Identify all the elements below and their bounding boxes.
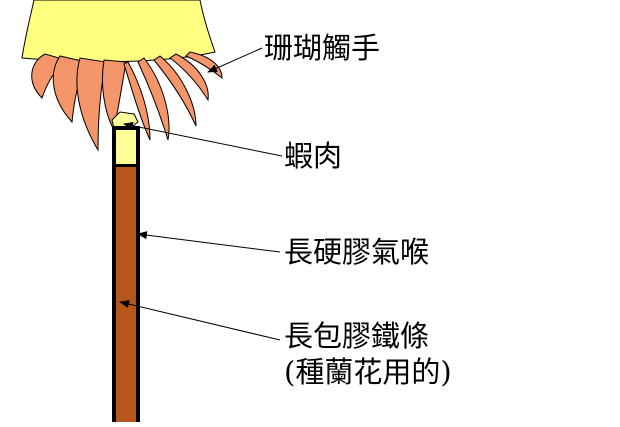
- arrow-coral: [207, 47, 263, 73]
- tentacle: [123, 61, 151, 141]
- label-wire-line1: 長包膠鐵條: [284, 319, 430, 353]
- arrow-wire: [119, 300, 281, 341]
- tube-top-fill: [116, 130, 136, 164]
- arrow-shrimp: [123, 121, 283, 157]
- label-coral-tentacles: 珊瑚觸手: [264, 31, 381, 65]
- tentacle: [185, 51, 223, 80]
- tentacle: [169, 53, 209, 102]
- tentacle: [153, 55, 197, 127]
- coral-body: [21, 0, 216, 63]
- label-wire-line2: (種蘭花用的): [284, 355, 452, 389]
- label-tube: 長硬膠氣喉: [284, 235, 430, 269]
- arrow-tube: [137, 231, 281, 253]
- tube-fill: [116, 167, 136, 426]
- label-shrimp: 蝦肉: [284, 139, 343, 173]
- tentacle: [137, 57, 170, 141]
- tentacle: [76, 57, 107, 152]
